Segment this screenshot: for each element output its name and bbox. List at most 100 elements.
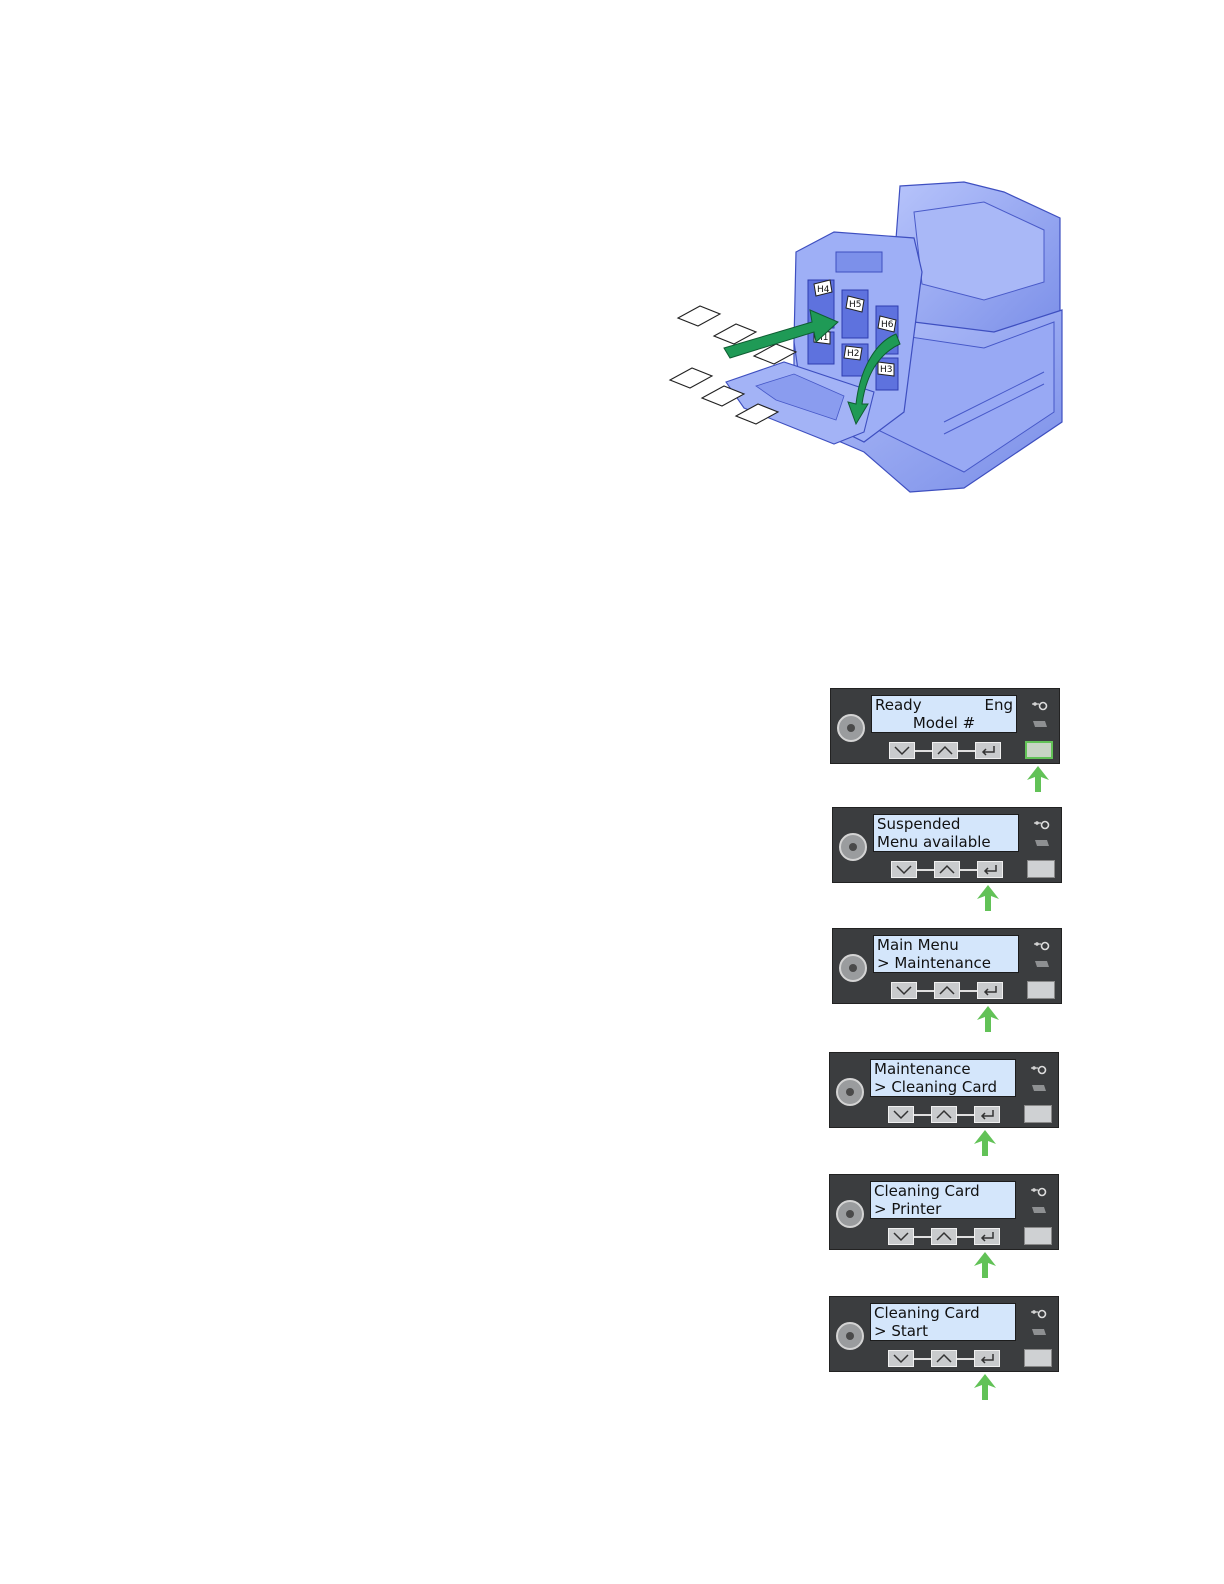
control-panel-step-2: Suspended Menu available xyxy=(832,807,1062,883)
chevron-down-icon xyxy=(892,862,916,877)
pointer-arrow-icon xyxy=(972,1250,998,1280)
power-button[interactable] xyxy=(836,1078,864,1106)
enter-button[interactable] xyxy=(977,861,1003,878)
printer-cleaning-card-illustration: H4 H5 H6 H1 H2 H3 xyxy=(664,172,1068,502)
control-panel-step-5: Cleaning Card > Printer xyxy=(829,1174,1059,1250)
power-button[interactable] xyxy=(836,1322,864,1350)
chevron-up-icon xyxy=(932,1107,956,1122)
enter-button[interactable] xyxy=(974,1106,1000,1123)
down-arrow-button[interactable] xyxy=(891,982,917,999)
chevron-up-icon xyxy=(932,1229,956,1244)
card-stack-icon xyxy=(1033,959,1051,969)
ribbon-icon xyxy=(1030,1309,1048,1319)
lcd-display: Ready Eng Model # xyxy=(871,695,1017,733)
up-arrow-button[interactable] xyxy=(931,1350,957,1367)
lcd-line1: Cleaning Card xyxy=(874,1182,980,1200)
card-stack-icon xyxy=(1030,1327,1048,1337)
card-stack-icon xyxy=(1030,1205,1048,1215)
pointer-arrow-icon xyxy=(1025,764,1051,794)
ribbon-icon xyxy=(1031,701,1049,711)
enter-button[interactable] xyxy=(974,1350,1000,1367)
power-button[interactable] xyxy=(839,833,867,861)
user-button[interactable] xyxy=(1027,860,1055,878)
up-arrow-button[interactable] xyxy=(934,861,960,878)
ribbon-icon xyxy=(1033,941,1051,951)
lcd-line2: > Maintenance xyxy=(877,954,991,972)
ribbon-icon xyxy=(1030,1187,1048,1197)
lcd-line2: > Start xyxy=(874,1322,928,1340)
down-arrow-button[interactable] xyxy=(888,1350,914,1367)
enter-button[interactable] xyxy=(974,1228,1000,1245)
enter-icon xyxy=(975,1229,999,1244)
lcd-display: Main Menu > Maintenance xyxy=(873,935,1019,973)
card-stack-icon xyxy=(1033,838,1051,848)
chevron-down-icon xyxy=(892,983,916,998)
up-arrow-button[interactable] xyxy=(931,1106,957,1123)
enter-icon xyxy=(978,983,1002,998)
card-stack-icon xyxy=(1030,1083,1048,1093)
lcd-line2: > Printer xyxy=(874,1200,941,1218)
chevron-up-icon xyxy=(933,743,957,758)
head-label-h2: H2 xyxy=(844,346,862,360)
enter-button[interactable] xyxy=(975,742,1001,759)
power-button[interactable] xyxy=(837,714,865,742)
head-label-h3: H3 xyxy=(878,362,894,376)
pointer-arrow-icon xyxy=(972,1372,998,1402)
enter-icon xyxy=(975,1351,999,1366)
control-panel-step-3: Main Menu > Maintenance xyxy=(832,928,1062,1004)
chevron-down-icon xyxy=(890,743,914,758)
lcd-line1-right: Eng xyxy=(984,696,1013,714)
lcd-line2: Menu available xyxy=(877,833,991,851)
enter-icon xyxy=(978,862,1002,877)
chevron-down-icon xyxy=(889,1351,913,1366)
card-stack-icon xyxy=(1031,719,1049,729)
lcd-line1: Main Menu xyxy=(877,936,959,954)
ribbon-icon xyxy=(1033,820,1051,830)
control-panel-step-1: Ready Eng Model # xyxy=(830,688,1060,764)
user-button[interactable] xyxy=(1027,981,1055,999)
lcd-display: Suspended Menu available xyxy=(873,814,1019,852)
svg-text:H3: H3 xyxy=(880,365,893,375)
power-button[interactable] xyxy=(836,1200,864,1228)
user-button[interactable] xyxy=(1025,741,1053,759)
svg-text:H5: H5 xyxy=(849,300,862,310)
down-arrow-button[interactable] xyxy=(888,1106,914,1123)
pointer-arrow-icon xyxy=(975,1004,1001,1034)
printer-svg: H4 H5 H6 H1 H2 H3 xyxy=(664,172,1068,502)
down-arrow-button[interactable] xyxy=(889,742,915,759)
user-button[interactable] xyxy=(1024,1227,1052,1245)
lcd-line1: Suspended xyxy=(877,815,960,833)
svg-text:H2: H2 xyxy=(847,349,860,359)
lcd-display: Cleaning Card > Printer xyxy=(870,1181,1016,1219)
svg-text:H6: H6 xyxy=(881,320,894,330)
down-arrow-button[interactable] xyxy=(891,861,917,878)
user-button[interactable] xyxy=(1024,1105,1052,1123)
ribbon-icon xyxy=(1030,1065,1048,1075)
down-arrow-button[interactable] xyxy=(888,1228,914,1245)
control-panel-step-6: Cleaning Card > Start xyxy=(829,1296,1059,1372)
up-arrow-button[interactable] xyxy=(932,742,958,759)
lcd-line1: Cleaning Card xyxy=(874,1304,980,1322)
user-button[interactable] xyxy=(1024,1349,1052,1367)
chevron-up-icon xyxy=(935,862,959,877)
pointer-arrow-icon xyxy=(975,883,1001,913)
chevron-up-icon xyxy=(935,983,959,998)
up-arrow-button[interactable] xyxy=(931,1228,957,1245)
enter-icon xyxy=(976,743,1000,758)
enter-button[interactable] xyxy=(977,982,1003,999)
lcd-display: Cleaning Card > Start xyxy=(870,1303,1016,1341)
lcd-line1: Ready xyxy=(875,696,922,714)
lcd-line1: Maintenance xyxy=(874,1060,971,1078)
lcd-line2: Model # xyxy=(913,714,975,732)
enter-icon xyxy=(975,1107,999,1122)
svg-text:H4: H4 xyxy=(817,285,830,295)
pointer-arrow-icon xyxy=(972,1128,998,1158)
lcd-line2: > Cleaning Card xyxy=(874,1078,997,1096)
chevron-down-icon xyxy=(889,1229,913,1244)
control-panel-step-4: Maintenance > Cleaning Card xyxy=(829,1052,1059,1128)
lcd-display: Maintenance > Cleaning Card xyxy=(870,1059,1016,1097)
power-button[interactable] xyxy=(839,954,867,982)
up-arrow-button[interactable] xyxy=(934,982,960,999)
chevron-down-icon xyxy=(889,1107,913,1122)
chevron-up-icon xyxy=(932,1351,956,1366)
